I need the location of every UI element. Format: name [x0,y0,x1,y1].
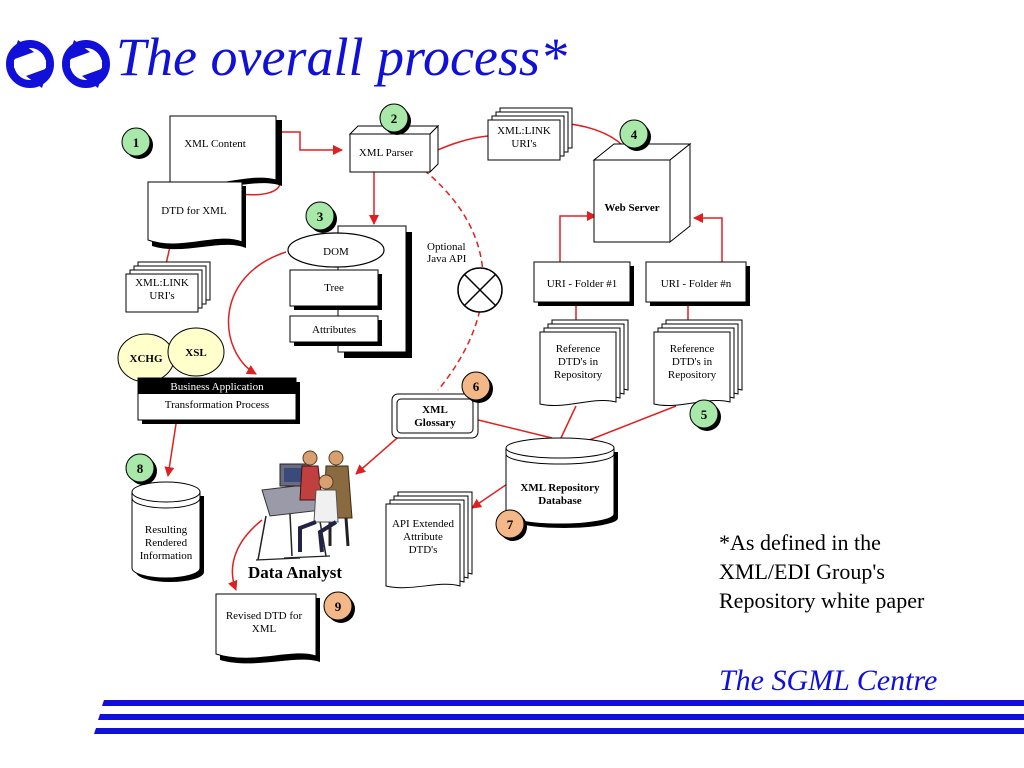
svg-text:Transformation Process: Transformation Process [165,399,269,411]
svg-text:URI's: URI's [511,138,536,150]
svg-text:XCHG: XCHG [130,353,163,365]
arrow-content-to-parser [276,131,343,155]
link-ref1-to-repository [559,405,577,441]
organization-name: The SGML Centre [719,664,938,697]
svg-text:Glossary: Glossary [414,417,456,429]
step-badge-5: 5 [689,399,721,431]
dtd-for-xml-document: DTD for XML [147,181,246,250]
xml-parser-box: XML Parser [348,124,440,174]
xmllink-stack-left: XML:LINK URI's [125,261,211,313]
svg-text:Repository: Repository [668,369,717,381]
arrow-folder1-to-webserver [559,211,597,262]
cycle-logo-icon [6,40,110,88]
web-server-box: Web Server [592,142,692,244]
svg-text:Reference: Reference [670,343,715,355]
reference-dtds-stack-2: Reference DTD's in Repository [653,319,743,406]
xmllink-stack-top: XML:LINK URI's [487,107,573,161]
footnote-line: *As defined in the [719,530,881,555]
svg-text:Reference: Reference [556,343,601,355]
svg-text:DOM: DOM [323,246,349,258]
xml-glossary-box: XML Glossary [391,393,479,439]
svg-text:URI's: URI's [149,290,174,302]
svg-text:4: 4 [631,127,638,142]
svg-text:5: 5 [701,407,708,422]
svg-text:XML Repository: XML Repository [520,482,600,494]
svg-text:Information: Information [140,550,193,562]
arrow-business-resulting [164,423,177,477]
svg-text:DTD for XML: DTD for XML [161,205,227,217]
step-badge-4: 4 [619,119,651,151]
resulting-rendered-database: Resulting Rendered Information [131,481,204,582]
step-badge-7: 7 [495,509,527,541]
xml-repository-database: XML Repository Database [505,437,618,528]
arrow-analyst-to-revised [228,519,263,591]
footnote-line: Repository white paper [719,588,925,613]
svg-text:URI - Folder #n: URI - Folder #n [661,278,732,290]
svg-text:XML:LINK: XML:LINK [135,277,189,289]
svg-text:API Extended: API Extended [392,518,455,530]
svg-text:XML Content: XML Content [184,138,246,150]
svg-text:2: 2 [391,111,398,126]
arrow-glossary-to-analyst [355,431,405,475]
svg-text:7: 7 [507,517,514,532]
uri-folder-n-box: URI - Folder #n [645,261,750,306]
svg-text:Attributes: Attributes [312,324,356,336]
xml-content-document: XML Content [169,115,282,189]
svg-text:DTD's: DTD's [409,544,438,556]
svg-text:XML:LINK: XML:LINK [497,125,551,137]
svg-text:Attribute: Attribute [403,531,443,543]
revised-dtd-document: Revised DTD for XML [215,593,320,664]
svg-text:Resulting: Resulting [145,524,188,536]
api-extended-stack: API Extended Attribute DTD's [385,491,473,589]
reference-dtds-stack-1: Reference DTD's in Repository [539,319,629,406]
svg-text:Optional: Optional [427,241,466,253]
svg-text:DTD's in: DTD's in [672,356,713,368]
cycle-icon [6,40,54,88]
step-badge-1: 1 [121,127,153,159]
svg-text:3: 3 [317,209,324,224]
link-glossary-to-repository [469,417,553,439]
svg-text:6: 6 [473,379,480,394]
svg-text:Repository: Repository [554,369,603,381]
step-badge-6: 6 [461,371,493,403]
svg-text:1: 1 [133,135,140,150]
uri-folder-1-box: URI - Folder #1 [533,261,634,306]
arrow-business-dom [227,251,287,375]
svg-text:8: 8 [137,461,144,476]
page-title: The overall process* [116,27,567,87]
svg-text:XML Parser: XML Parser [359,147,414,159]
optional-java-api: Optional Java API [427,241,503,313]
svg-text:Database: Database [538,495,582,507]
svg-text:Business Application: Business Application [170,381,264,393]
arrow-folderN-to-webserver [693,213,723,262]
step-badge-8: 8 [125,453,157,485]
data-analyst-illustration: Data Analyst [248,450,353,582]
footnote: *As defined in the XML/EDI Group's Repos… [719,528,1019,615]
svg-text:XML: XML [252,623,277,635]
svg-text:Java API: Java API [427,253,467,265]
svg-text:Rendered: Rendered [145,537,188,549]
step-badge-9: 9 [323,591,355,623]
step-badge-3: 3 [305,201,337,233]
step-badge-2: 2 [379,103,411,135]
dom-structure: DOM Tree Attributes [287,225,412,358]
svg-text:XML: XML [422,404,448,416]
footnote-line: XML/EDI Group's [719,559,885,584]
svg-text:Web Server: Web Server [604,202,659,214]
svg-text:Data Analyst: Data Analyst [248,563,342,582]
svg-text:DTD's in: DTD's in [558,356,599,368]
svg-text:9: 9 [335,599,342,614]
svg-text:XSL: XSL [185,347,206,359]
svg-text:Tree: Tree [324,282,344,294]
business-application-box: Business Application Transformation Proc… [137,377,300,424]
cycle-icon [62,40,110,88]
xchg-xsl-bubbles: XCHG XSL [117,327,225,383]
svg-text:Revised DTD for: Revised DTD for [226,610,303,622]
svg-text:URI - Folder #1: URI - Folder #1 [547,278,618,290]
